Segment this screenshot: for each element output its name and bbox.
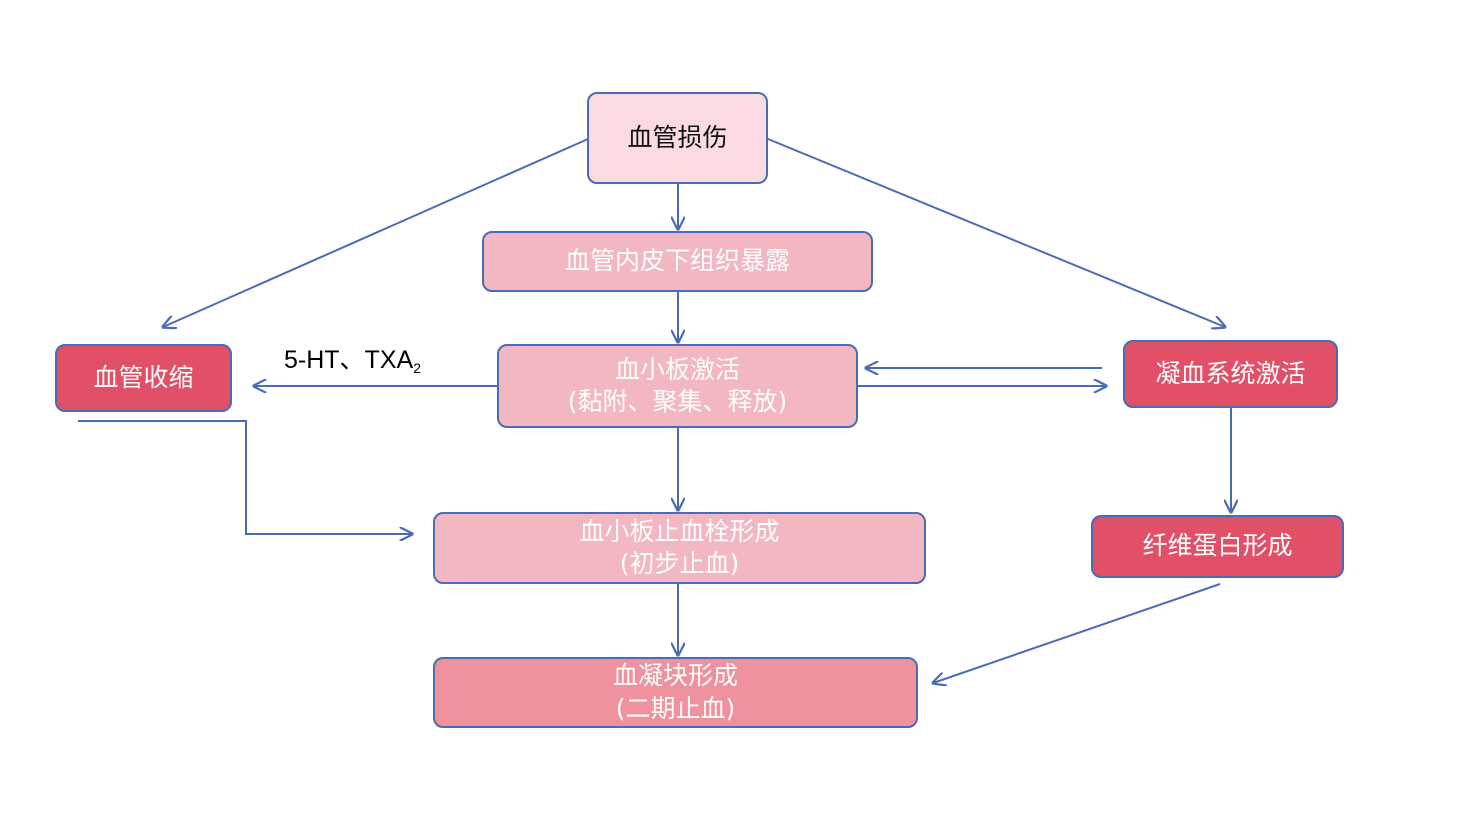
node-blood-clot: 血凝块形成 (二期止血) [433, 657, 918, 728]
mediator-label: 5-HT、TXA2 [284, 340, 421, 376]
node-platelet-activation-line1: 血小板激活 [614, 354, 740, 384]
node-vascular-injury-label: 血管损伤 [627, 122, 728, 152]
mediator-label-subscript: 2 [413, 360, 421, 376]
arrow-injury-to-vasoconstriction [163, 138, 589, 327]
arrow-injury-to-coagulation [767, 138, 1225, 327]
node-platelet-plug: 血小板止血栓形成 (初步止血) [433, 512, 926, 584]
node-vasoconstriction-label: 血管收缩 [93, 362, 194, 392]
node-blood-clot-line2: (二期止血) [615, 693, 736, 723]
node-platelet-activation-line2: (黏附、聚集、释放) [567, 387, 788, 416]
node-coagulation-activation-label: 凝血系统激活 [1155, 358, 1306, 388]
node-platelet-activation: 血小板激活 (黏附、聚集、释放) [497, 344, 858, 428]
arrow-fibrin-to-clot [933, 583, 1221, 683]
node-coagulation-activation: 凝血系统激活 [1123, 340, 1338, 408]
node-vasoconstriction: 血管收缩 [55, 344, 232, 412]
node-blood-clot-line1: 血凝块形成 [612, 661, 738, 690]
node-fibrin-formation-label: 纤维蛋白形成 [1142, 531, 1293, 561]
node-subendothelium-exposed: 血管内皮下组织暴露 [482, 231, 873, 292]
node-platelet-plug-line2: (初步止血) [619, 549, 740, 578]
node-subendothelium-exposed-label: 血管内皮下组织暴露 [564, 246, 790, 276]
node-platelet-plug-line1: 血小板止血栓形成 [579, 516, 780, 546]
node-vascular-injury: 血管损伤 [587, 92, 768, 184]
mediator-label-main: 5-HT、TXA [284, 346, 414, 374]
arrow-vasoconstriction-to-plug [78, 420, 412, 534]
node-fibrin-formation: 纤维蛋白形成 [1091, 515, 1344, 578]
